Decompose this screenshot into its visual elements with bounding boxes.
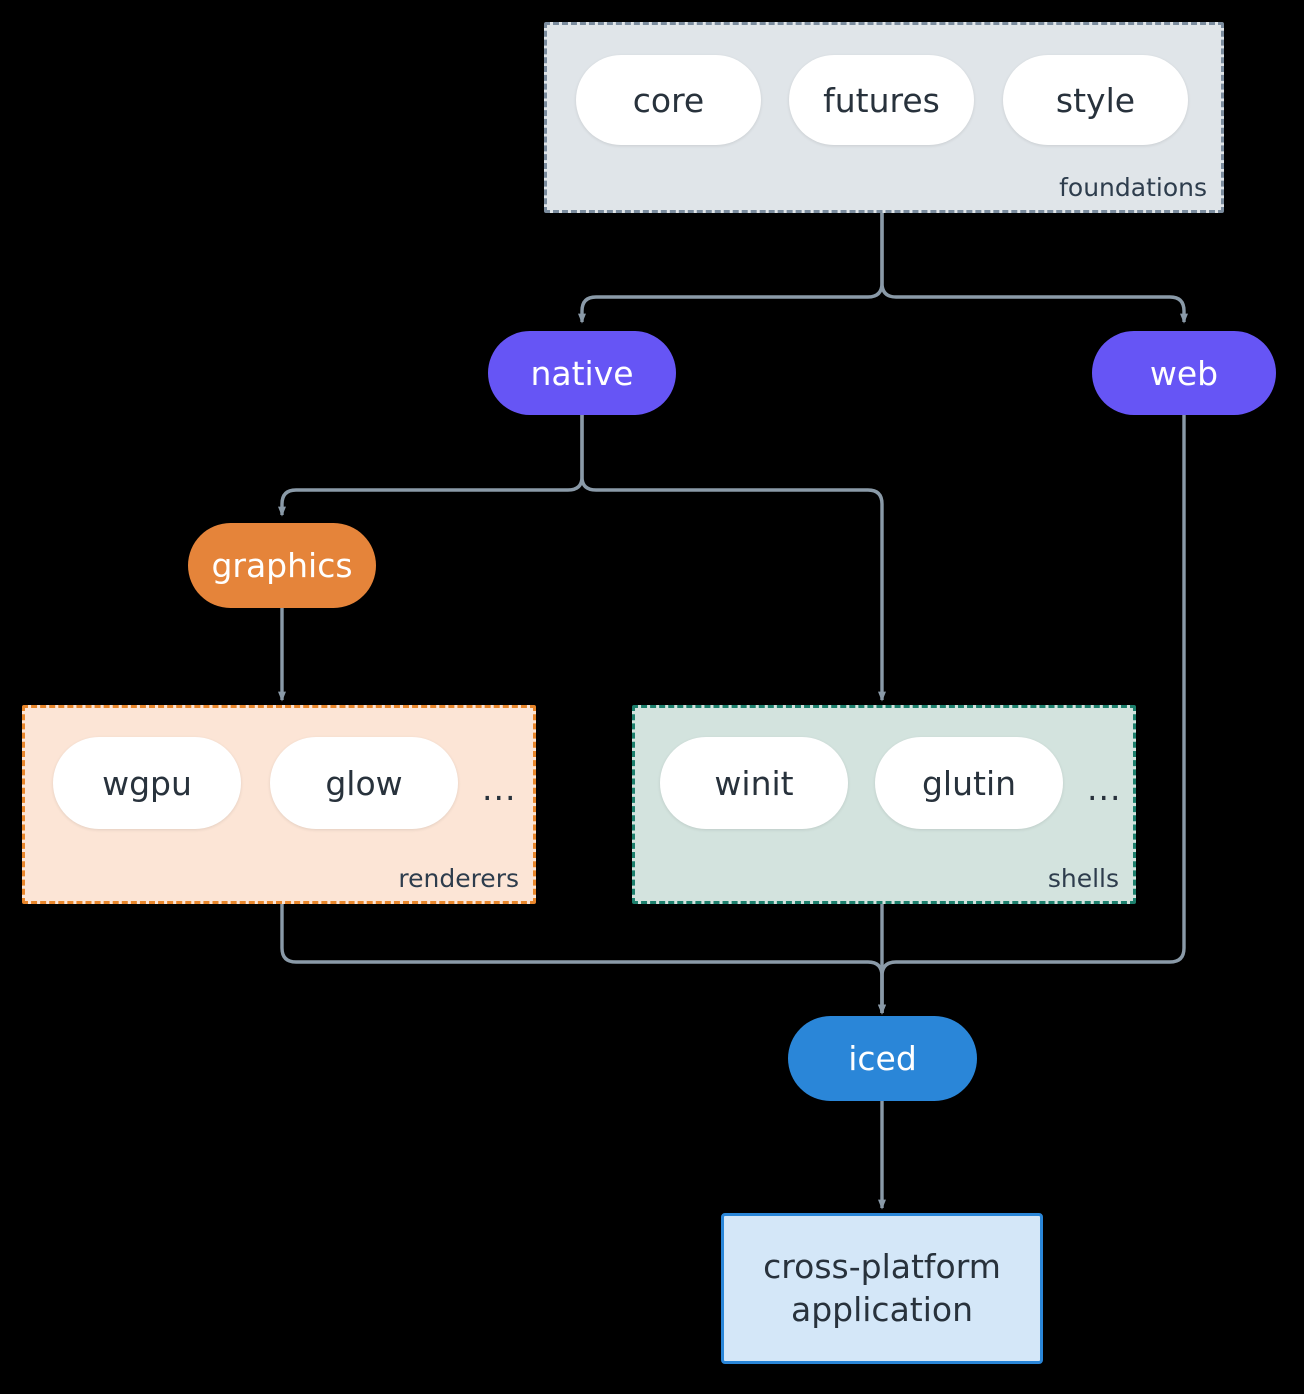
node-cross-platform-application[interactable]: cross-platform application xyxy=(721,1213,1043,1364)
node-application-line2: application xyxy=(790,1289,974,1329)
node-native-label: native xyxy=(530,353,634,393)
node-graphics-label: graphics xyxy=(211,546,353,585)
group-renderers-label: renderers xyxy=(398,864,519,893)
edge-web-iced xyxy=(878,415,1186,1015)
node-wgpu[interactable]: wgpu xyxy=(53,737,241,829)
node-core-label: core xyxy=(632,80,705,120)
node-glow-label: glow xyxy=(325,763,403,803)
edge-renderers-iced xyxy=(280,904,886,1015)
node-web-label: web xyxy=(1149,353,1219,393)
group-foundations-label: foundations xyxy=(1059,173,1207,202)
node-native[interactable]: native xyxy=(488,331,676,415)
node-web[interactable]: web xyxy=(1092,331,1276,415)
node-glutin[interactable]: glutin xyxy=(875,737,1063,829)
edge-native-graphics xyxy=(278,415,584,517)
node-wgpu-label: wgpu xyxy=(102,763,192,803)
node-glow[interactable]: glow xyxy=(270,737,458,829)
node-winit-label: winit xyxy=(714,763,794,803)
group-renderers: wgpu glow ... renderers xyxy=(22,705,536,904)
node-winit[interactable]: winit xyxy=(660,737,848,829)
node-futures-label: futures xyxy=(823,80,940,120)
node-graphics[interactable]: graphics xyxy=(188,523,376,608)
node-style-label: style xyxy=(1055,80,1136,120)
node-application-line1: cross-platform xyxy=(763,1247,1001,1287)
edge-native-shells xyxy=(580,415,886,702)
group-foundations: core futures style foundations xyxy=(544,22,1224,213)
node-style[interactable]: style xyxy=(1003,55,1188,145)
group-shells: winit glutin ... shells xyxy=(632,705,1136,904)
group-shells-label: shells xyxy=(1047,864,1119,893)
node-iced[interactable]: iced xyxy=(788,1016,977,1101)
shells-more-indicator: ... xyxy=(1087,769,1122,808)
edge-foundations-web xyxy=(880,213,1188,324)
renderers-more-indicator: ... xyxy=(482,769,517,808)
node-iced-label: iced xyxy=(848,1039,917,1078)
node-core[interactable]: core xyxy=(576,55,761,145)
node-futures[interactable]: futures xyxy=(789,55,974,145)
edge-foundations-native xyxy=(578,213,884,324)
node-glutin-label: glutin xyxy=(921,763,1017,803)
